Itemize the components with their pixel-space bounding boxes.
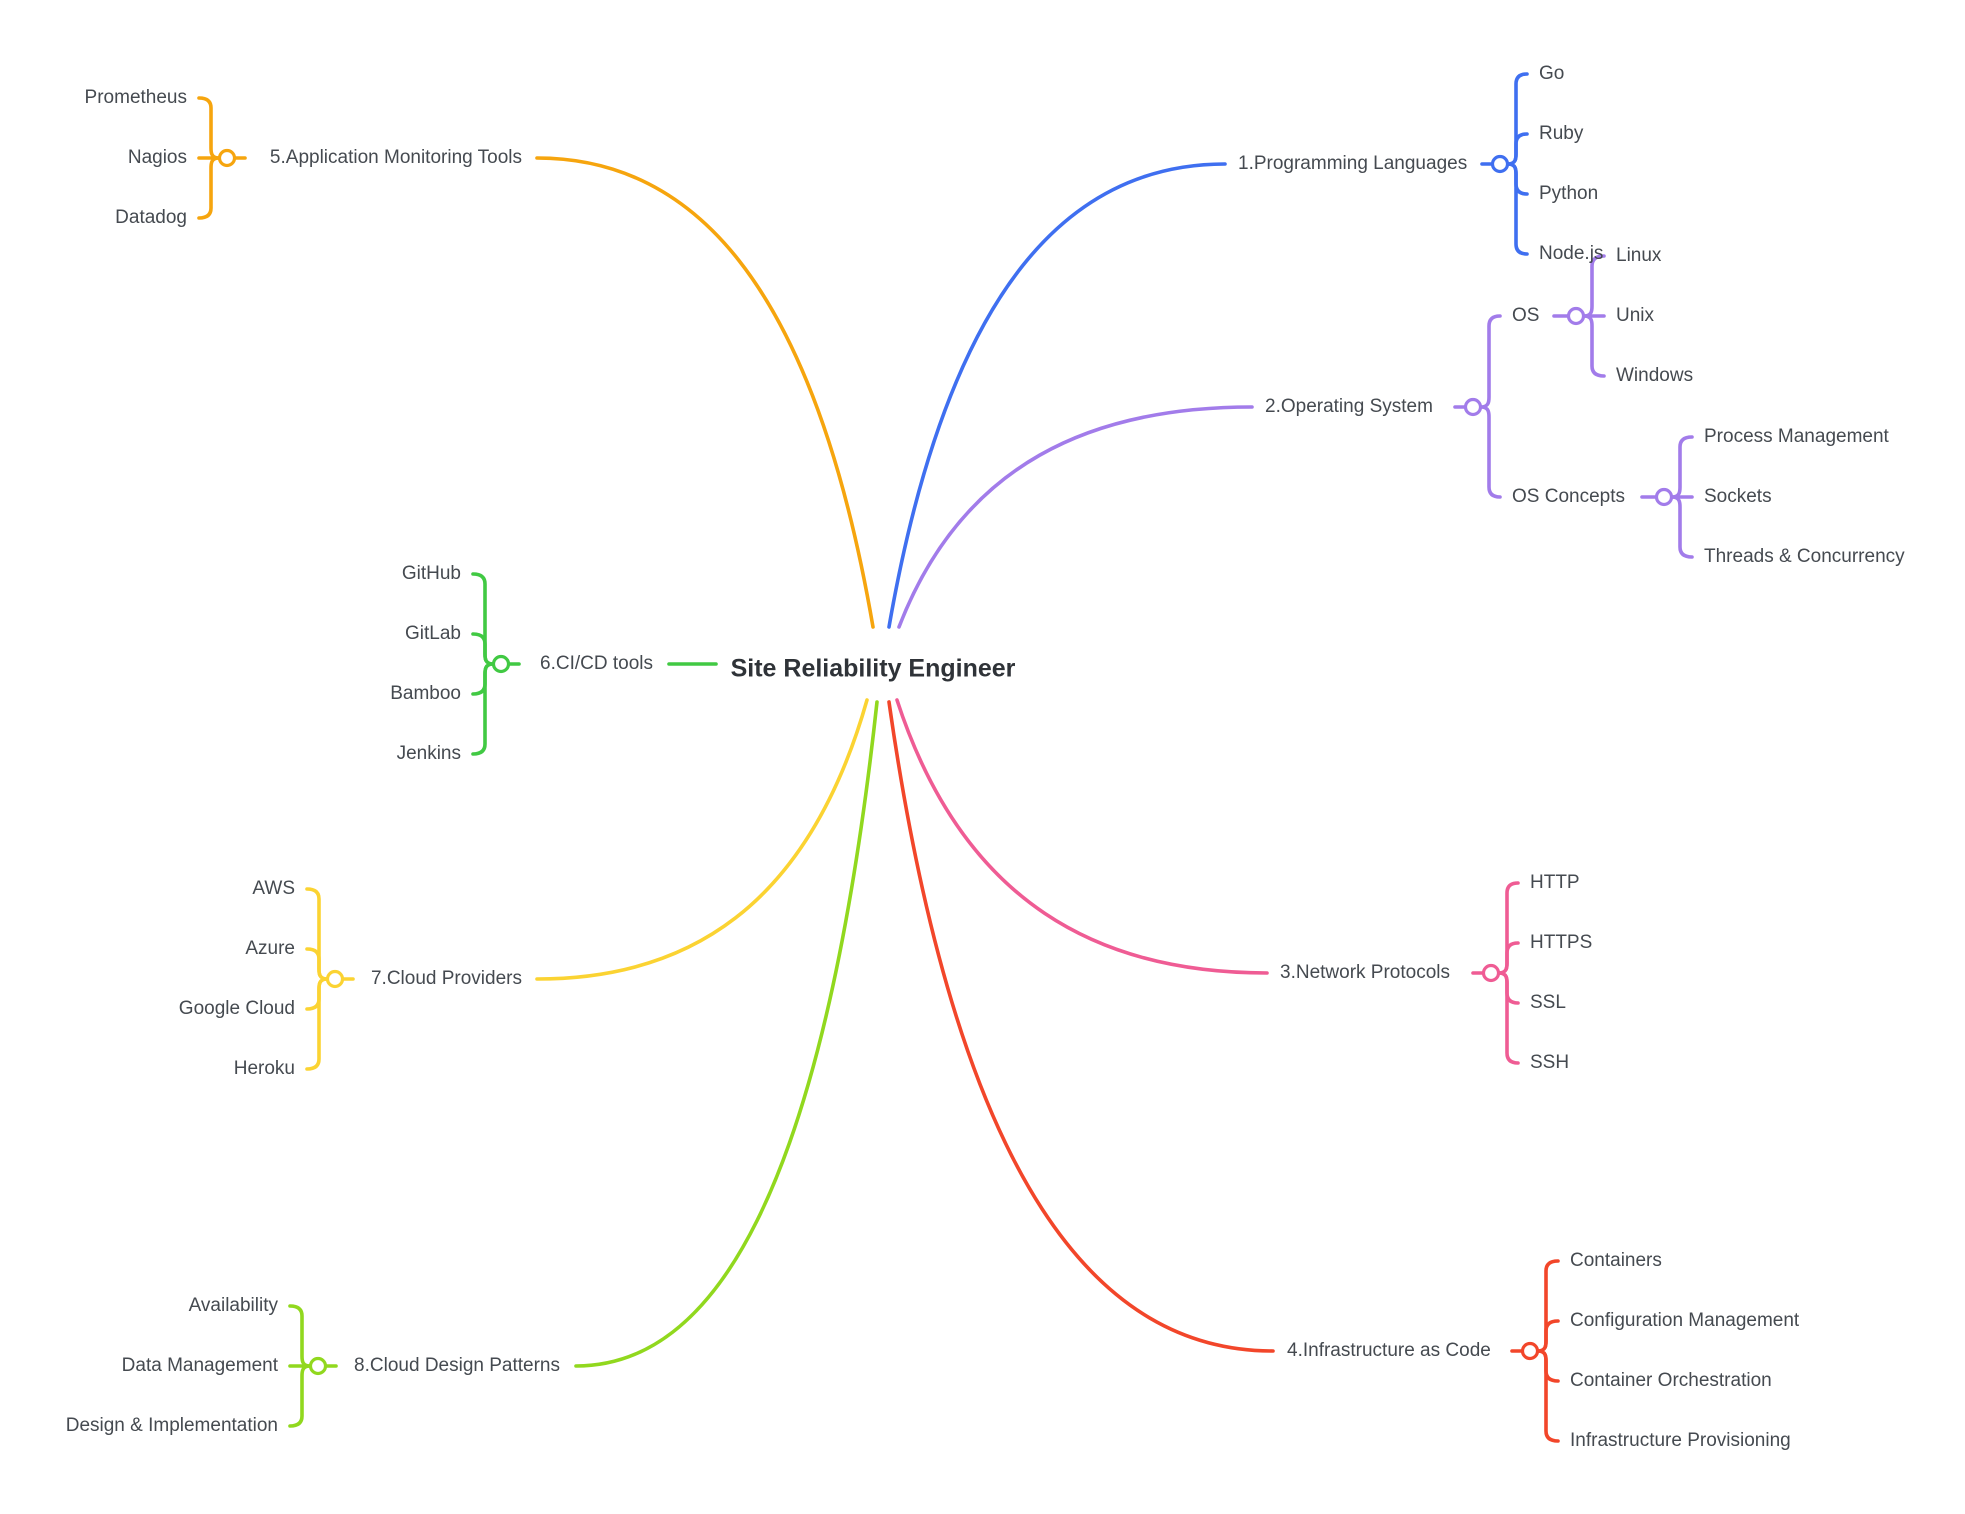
branch-connector-1 xyxy=(887,162,1227,629)
branch-label-4-infrastructure-as-code[interactable]: 4.Infrastructure as Code xyxy=(1287,1340,1491,1361)
child-connector-7-4 xyxy=(305,977,329,1071)
branch-label-3-network-protocols[interactable]: 3.Network Protocols xyxy=(1280,962,1450,983)
child-label-os-concepts[interactable]: OS Concepts xyxy=(1512,486,1625,507)
child-label-jenkins[interactable]: Jenkins xyxy=(397,743,461,764)
branch-label-6-ci-cd-tools[interactable]: 6.CI/CD tools xyxy=(540,653,653,674)
child-label-configuration-management[interactable]: Configuration Management xyxy=(1570,1310,1800,1331)
grandchild-label-sockets[interactable]: Sockets xyxy=(1704,486,1772,507)
grandchild-label-threads-and-concurrency[interactable]: Threads & Concurrency xyxy=(1704,546,1905,567)
child-connector-4-1 xyxy=(1536,1259,1560,1353)
grandchild-connector-2-1-1 xyxy=(1582,254,1606,318)
child-connector-7-2 xyxy=(305,947,329,981)
branch-connector-3 xyxy=(895,698,1269,975)
child-connector-3-2 xyxy=(1497,941,1520,975)
child-label-os[interactable]: OS xyxy=(1512,305,1539,326)
child-label-design-and-implementation[interactable]: Design & Implementation xyxy=(66,1415,278,1436)
child-connector-5-3 xyxy=(197,156,221,220)
child-connector-1-2 xyxy=(1506,132,1529,166)
child-connector-3-4 xyxy=(1497,971,1520,1065)
child-label-https[interactable]: HTTPS xyxy=(1530,932,1592,953)
hub-branch-5[interactable] xyxy=(217,148,237,168)
grandchild-connector-2-2-3 xyxy=(1670,495,1694,559)
child-label-azure[interactable]: Azure xyxy=(245,938,295,959)
child-connector-6-1 xyxy=(471,572,495,666)
branch-connector-2 xyxy=(897,405,1254,629)
child-label-data-management[interactable]: Data Management xyxy=(122,1355,279,1376)
child-label-heroku[interactable]: Heroku xyxy=(234,1058,295,1079)
branch-label-1-programming-languages[interactable]: 1.Programming Languages xyxy=(1238,153,1467,174)
hub-branch-3[interactable] xyxy=(1481,963,1501,983)
branch-label-5-application-monitoring-tools[interactable]: 5.Application Monitoring Tools xyxy=(270,147,522,168)
hub-os-concepts[interactable] xyxy=(1654,487,1674,507)
child-connector-4-3 xyxy=(1536,1349,1560,1383)
child-label-containers[interactable]: Containers xyxy=(1570,1250,1662,1271)
branch-connector-4 xyxy=(887,700,1275,1353)
root-topic-label[interactable]: Site Reliability Engineer xyxy=(731,655,1016,683)
child-connector-4-4 xyxy=(1536,1349,1560,1443)
child-connector-6-4 xyxy=(471,662,495,756)
child-connector-8-1 xyxy=(288,1304,312,1368)
child-label-ssl[interactable]: SSL xyxy=(1530,992,1566,1013)
hub-branch-2[interactable] xyxy=(1463,397,1483,417)
child-label-aws[interactable]: AWS xyxy=(252,878,295,899)
child-label-bamboo[interactable]: Bamboo xyxy=(390,683,461,704)
child-label-github[interactable]: GitHub xyxy=(402,563,461,584)
grandchild-connector-2-2-1 xyxy=(1670,435,1694,499)
child-connector-1-4 xyxy=(1506,162,1529,256)
child-connector-7-1 xyxy=(305,887,329,981)
grandchild-label-linux[interactable]: Linux xyxy=(1616,245,1662,266)
child-label-ruby[interactable]: Ruby xyxy=(1539,123,1584,144)
child-label-container-orchestration[interactable]: Container Orchestration xyxy=(1570,1370,1772,1391)
child-connector-6-2 xyxy=(471,632,495,666)
branch-label-2-operating-system[interactable]: 2.Operating System xyxy=(1265,396,1433,417)
branch-connector-5 xyxy=(535,156,875,629)
hub-branch-1[interactable] xyxy=(1490,154,1510,174)
child-label-prometheus[interactable]: Prometheus xyxy=(85,87,187,108)
child-label-datadog[interactable]: Datadog xyxy=(115,207,187,228)
branch-connector-7 xyxy=(535,698,869,981)
child-connector-5-1 xyxy=(197,96,221,160)
child-label-ssh[interactable]: SSH xyxy=(1530,1052,1569,1073)
grandchild-label-windows[interactable]: Windows xyxy=(1616,365,1693,386)
hub-branch-8[interactable] xyxy=(308,1356,328,1376)
grandchild-label-unix[interactable]: Unix xyxy=(1616,305,1655,326)
child-label-node-js[interactable]: Node.js xyxy=(1539,243,1603,264)
child-label-google-cloud[interactable]: Google Cloud xyxy=(179,998,295,1019)
connector-layer xyxy=(197,72,1694,1443)
child-label-go[interactable]: Go xyxy=(1539,63,1564,84)
branch-label-8-cloud-design-patterns[interactable]: 8.Cloud Design Patterns xyxy=(354,1355,560,1376)
child-connector-4-2 xyxy=(1536,1319,1560,1353)
child-label-infrastructure-provisioning[interactable]: Infrastructure Provisioning xyxy=(1570,1430,1791,1451)
child-label-availability[interactable]: Availability xyxy=(189,1295,279,1316)
hub-branch-4[interactable] xyxy=(1520,1341,1540,1361)
child-connector-2-2 xyxy=(1479,405,1502,499)
hub-os[interactable] xyxy=(1566,306,1586,326)
child-label-python[interactable]: Python xyxy=(1539,183,1598,204)
branch-connector-8 xyxy=(574,700,879,1368)
branch-label-7-cloud-providers[interactable]: 7.Cloud Providers xyxy=(371,968,522,989)
child-connector-2-1 xyxy=(1479,314,1502,409)
label-layer: Site Reliability Engineer 1.Programming … xyxy=(66,63,1905,1451)
child-connector-6-3 xyxy=(471,662,495,696)
hub-branch-6[interactable] xyxy=(491,654,511,674)
grandchild-connector-2-1-3 xyxy=(1582,314,1606,378)
hub-layer xyxy=(217,148,1674,1376)
child-label-http[interactable]: HTTP xyxy=(1530,872,1580,893)
child-label-nagios[interactable]: Nagios xyxy=(128,147,187,168)
hub-branch-7[interactable] xyxy=(325,969,345,989)
child-label-gitlab[interactable]: GitLab xyxy=(405,623,461,644)
child-connector-7-3 xyxy=(305,977,329,1011)
grandchild-label-process-management[interactable]: Process Management xyxy=(1704,426,1890,447)
child-connector-8-3 xyxy=(288,1364,312,1428)
